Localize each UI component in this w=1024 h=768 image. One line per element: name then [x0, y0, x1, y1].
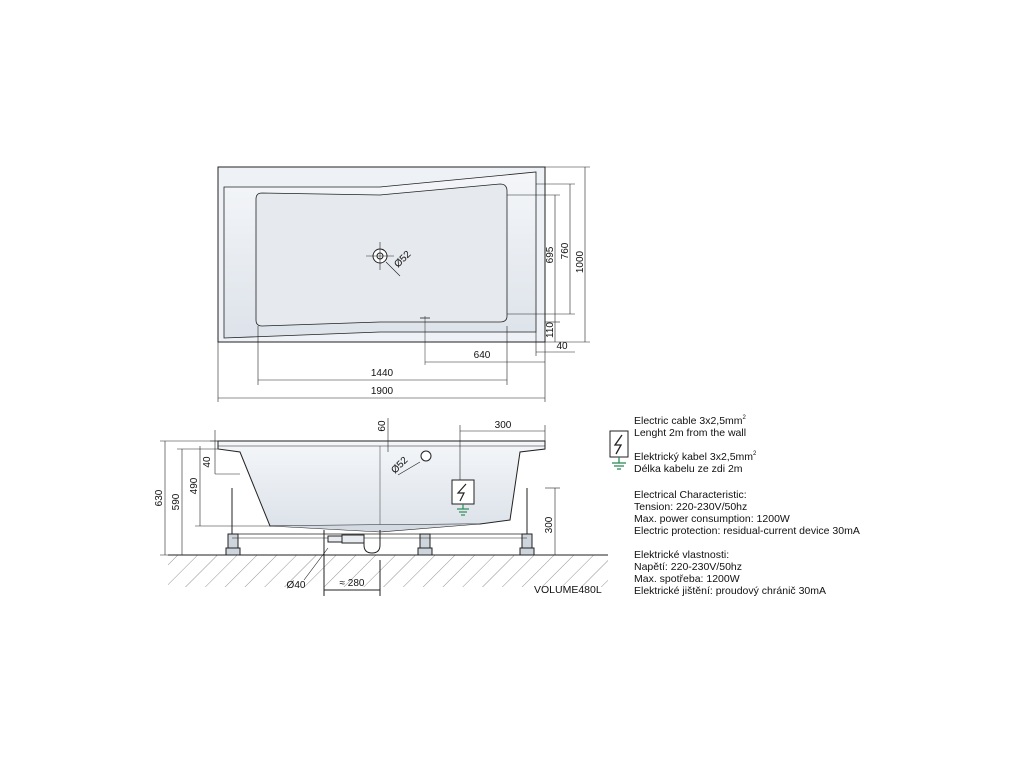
- tub-body: [217, 440, 546, 527]
- dim-total-width: 1000: [575, 250, 586, 273]
- note-tech-en-protection: Electric protection: residual-current de…: [634, 525, 860, 537]
- dim-height-300: 300: [544, 516, 555, 533]
- overflow-icon: [397, 450, 432, 476]
- dim-rim-60: 60: [377, 420, 388, 432]
- dim-offset-300: 300: [495, 420, 512, 431]
- note-cable-cz: Elektrický kabel 3x2,5mm: [634, 451, 754, 463]
- ground-symbol-icon: [612, 457, 626, 470]
- plan-drain-icon: [366, 242, 401, 277]
- plan-view: Ø52 1000 760 695 110: [217, 166, 590, 402]
- notes-tech-cz: Elektrické vlastnosti: Napětí: 220-230V/…: [634, 549, 826, 597]
- note-tech-cz-power: Max. spotřeba: 1200W: [634, 573, 740, 585]
- waste-siphon: [323, 530, 381, 596]
- side-view: ≈ 280 Ø40 Ø52: [154, 418, 608, 596]
- tub-electric-box: [451, 479, 475, 516]
- dim-waste-pipe: Ø40: [287, 580, 306, 591]
- dim-waste-offset: ≈ 280: [340, 578, 365, 589]
- dim-width-695: 695: [545, 246, 556, 263]
- dim-height-590: 590: [171, 493, 182, 510]
- dim-width-110: 110: [545, 322, 556, 338]
- dim-edge-offset: 40: [556, 341, 568, 352]
- dim-total-length: 1900: [371, 386, 394, 397]
- note-length-en: Lenght 2m from the wall: [634, 427, 747, 439]
- floor-hatch: [168, 555, 608, 587]
- dim-rim-40: 40: [202, 456, 213, 468]
- notes-tech-en: Electrical Characteristic: Tension: 220-…: [634, 489, 860, 537]
- note-tech-en-power: Max. power consumption: 1200W: [634, 513, 790, 525]
- side-dims: [160, 418, 560, 556]
- note-tech-en-tension: Tension: 220-230V/50hz: [634, 501, 748, 513]
- note-tech-cz-tension: Napětí: 220-230V/50hz: [634, 561, 742, 573]
- dim-height-490: 490: [189, 477, 200, 494]
- lightning-warning-icon: [609, 430, 629, 458]
- model-label: VOLUME480L: [534, 584, 602, 596]
- dim-inner-length: 1440: [371, 368, 394, 379]
- dim-total-height: 630: [154, 489, 165, 506]
- notes-cable-cz: Elektrický kabel 3x2,5mm2 Délka kabelu z…: [634, 451, 757, 475]
- notes-cable-en: Electric cable 3x2,5mm2 Lenght 2m from t…: [634, 415, 747, 439]
- dim-width-760: 760: [560, 242, 571, 259]
- note-tech-en-title: Electrical Characteristic:: [634, 489, 747, 501]
- note-cable-en: Electric cable 3x2,5mm: [634, 415, 743, 427]
- plan-vertical-dims: [507, 166, 590, 343]
- note-tech-cz-protection: Elektrické jištění: proudový chránič 30m…: [634, 585, 826, 597]
- note-length-cz: Délka kabelu ze zdi 2m: [634, 463, 743, 475]
- note-tech-cz-title: Elektrické vlastnosti:: [634, 549, 730, 561]
- plan-horizontal-dims: [217, 326, 575, 402]
- dim-drain-offset: 640: [474, 350, 491, 361]
